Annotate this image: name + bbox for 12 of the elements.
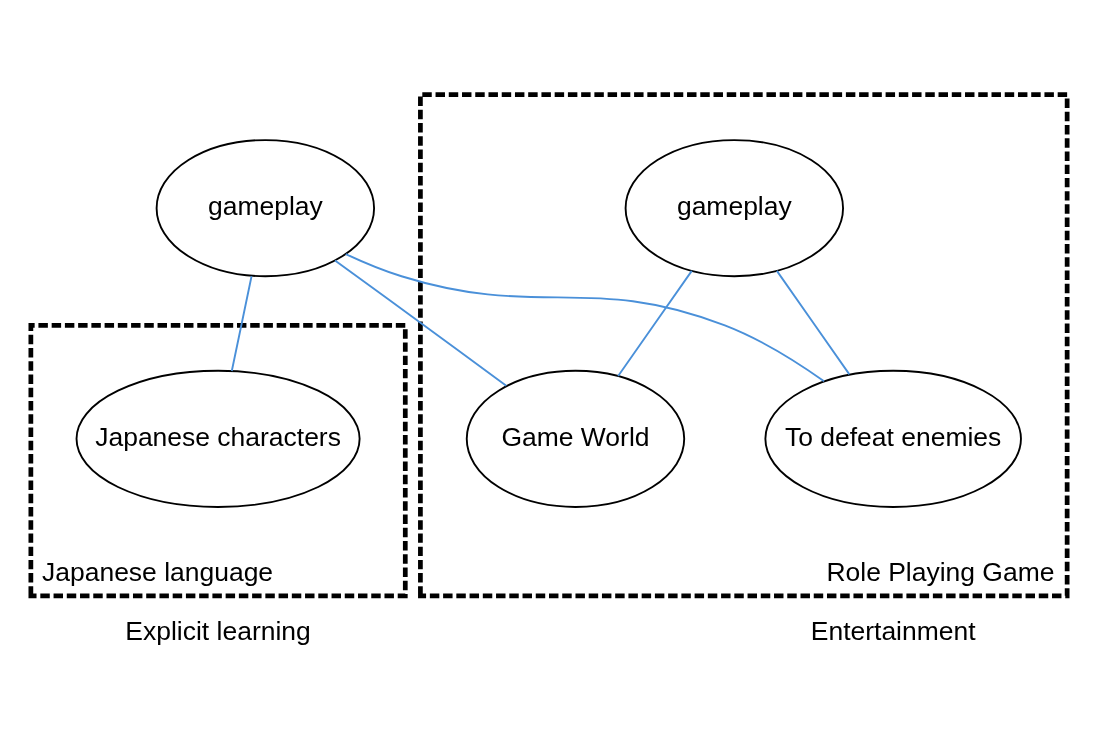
- node-ellipse: gameplay: [624, 139, 844, 278]
- node-ellipse: Japanese characters: [75, 369, 361, 508]
- connector: [230, 275, 253, 372]
- node-ellipse: gameplay: [155, 139, 376, 278]
- connector: [775, 269, 851, 376]
- connector: [617, 269, 693, 377]
- node-ellipse: Game World: [465, 369, 686, 508]
- node-ellipse: To defeat enemies: [764, 369, 1022, 508]
- connector: [344, 253, 825, 383]
- connector: [334, 259, 508, 387]
- node-label: Explicit learning: [125, 615, 311, 646]
- node-label: Entertainment: [810, 615, 976, 646]
